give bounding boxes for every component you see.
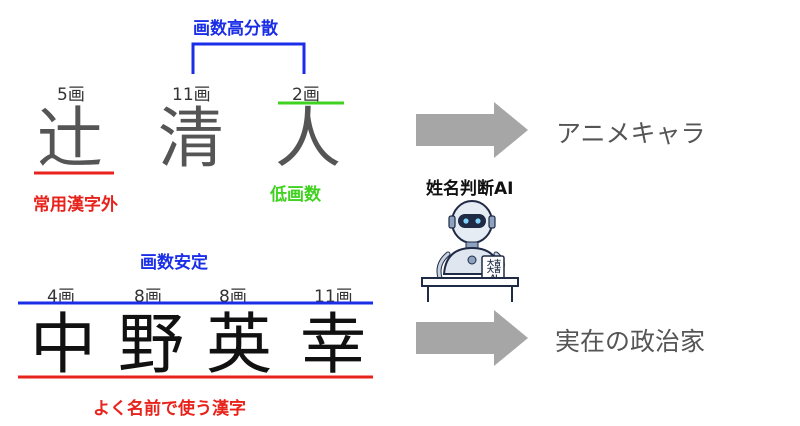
note-non-joyo: 常用漢字外 [33, 195, 118, 215]
kanji-ei: 英 [206, 306, 272, 383]
robot-icon [421, 200, 519, 302]
book-char: 大 [487, 266, 494, 274]
book-char: 大 [487, 259, 494, 267]
kanji-yuki: 幸 [300, 306, 366, 383]
green-underline [278, 101, 344, 105]
blue-line [18, 301, 373, 305]
arrow-right-icon [416, 310, 528, 366]
kanji-no: 野 [118, 306, 184, 383]
stroke-bracket [191, 42, 306, 74]
ai-label: 姓名判断AI [426, 179, 514, 199]
book-text: 大 吉 大 吉 AI [484, 259, 504, 282]
red-underline-tsuji [34, 171, 114, 175]
red-line [18, 375, 373, 379]
stroke-count-hito: 2画 [292, 85, 320, 105]
kanji-kiyo: 清 [158, 100, 224, 177]
arrow-right-icon [416, 102, 528, 158]
kanji-hito: 人 [275, 100, 341, 177]
book-char: 吉 [494, 266, 501, 274]
stable-label: 画数安定 [140, 253, 208, 273]
stroke-count-kiyo: 11画 [172, 85, 211, 105]
book-char: 吉 [494, 259, 501, 267]
note-low-strokes: 低画数 [270, 185, 321, 205]
stroke-count-tsuji: 5画 [57, 85, 85, 105]
bracket-label: 画数高分散 [193, 19, 278, 39]
book-char: AI [490, 274, 498, 281]
common-name-kanji-label: よく名前で使う漢字 [93, 399, 246, 419]
result-anime-character: アニメキャラ [556, 119, 706, 148]
result-real-politician: 実在の政治家 [555, 327, 706, 356]
kanji-naka: 中 [30, 306, 96, 383]
kanji-tsuji: 辻 [37, 100, 103, 177]
